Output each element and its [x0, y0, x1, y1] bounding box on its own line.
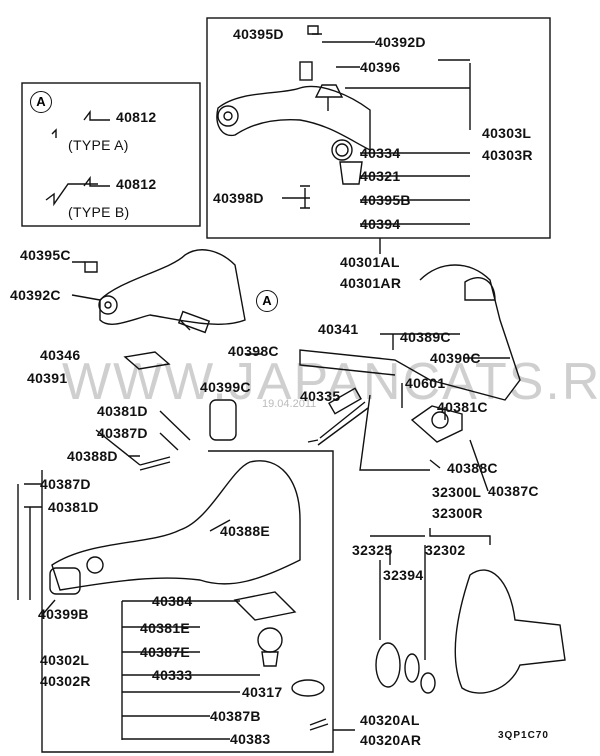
part-label: 40399B — [38, 606, 89, 622]
plate-part — [123, 351, 171, 370]
part-label: 40303R — [482, 147, 533, 163]
part-label: 40303L — [482, 125, 532, 141]
part-label: 40390C — [430, 350, 481, 366]
part-label: 40812 — [116, 109, 157, 125]
part-label: 40381C — [437, 399, 488, 415]
part-label: 40387B — [210, 708, 261, 724]
part-label: 40320AR — [360, 732, 422, 748]
part-label: 32302 — [425, 542, 466, 558]
knuckle-outline — [299, 264, 521, 401]
part-label: 40399C — [200, 379, 251, 395]
part-label: 40389C — [400, 329, 451, 345]
part-label: 40301AL — [340, 254, 400, 270]
type-label: (TYPE A) — [68, 137, 129, 153]
upper-arm-group-box — [206, 17, 551, 239]
part-label: 40388E — [220, 523, 271, 539]
part-label: 40335 — [300, 388, 341, 404]
part-label: 40396 — [360, 59, 401, 75]
lower-arm-group-box — [41, 450, 334, 753]
part-label: 40388C — [447, 460, 498, 476]
callout-a-marker: A — [256, 290, 278, 312]
part-label: 40341 — [318, 321, 359, 337]
upper-arm-part — [216, 85, 371, 152]
part-label: 40392D — [375, 34, 426, 50]
boot-part — [339, 161, 363, 185]
part-label: 40395B — [360, 192, 411, 208]
type-label: (TYPE B) — [68, 204, 130, 220]
part-label: 40601 — [405, 375, 446, 391]
part-label: 40812 — [116, 176, 157, 192]
part-label: 32300R — [432, 505, 483, 521]
part-label: 40381D — [48, 499, 99, 515]
part-label: 40392C — [10, 287, 61, 303]
part-label: 40381D — [97, 403, 148, 419]
bushing-part — [209, 399, 237, 441]
lower-arm-part — [51, 460, 301, 591]
part-label: 40388D — [67, 448, 118, 464]
part-label: 32300L — [432, 484, 482, 500]
part-label: 40333 — [152, 667, 193, 683]
part-label: 40387D — [40, 476, 91, 492]
part-label: 40302R — [40, 673, 91, 689]
part-label: 40383 — [230, 731, 271, 747]
part-label: 40387E — [140, 644, 191, 660]
type-detail-box — [21, 82, 201, 227]
part-label: 40394 — [360, 216, 401, 232]
part-label: 40398C — [228, 343, 279, 359]
part-label: 40395D — [233, 26, 284, 42]
lower-ball-joint — [257, 627, 283, 653]
part-label: 32394 — [383, 567, 424, 583]
part-label: 40391 — [27, 370, 68, 386]
part-label: 40302L — [40, 652, 90, 668]
part-label: 40346 — [40, 347, 81, 363]
part-label: 40381E — [140, 620, 191, 636]
lower-ball-joint-plate — [410, 405, 463, 443]
part-label: 40398D — [213, 190, 264, 206]
part-label: 40387C — [488, 483, 539, 499]
part-label: 32325 — [352, 542, 393, 558]
steering-knuckle — [454, 569, 566, 694]
part-label: 40321 — [360, 168, 401, 184]
upper-arm-assembly — [99, 249, 246, 325]
callout-a-marker: A — [30, 91, 52, 113]
diagram-code: 3QP1C70 — [498, 730, 549, 741]
watermark: WWW.JAPANCATS.RU — [62, 353, 600, 411]
part-label: 40334 — [360, 145, 401, 161]
watermark-date: 19.04.2011 — [262, 398, 317, 410]
part-label: 40387D — [97, 425, 148, 441]
part-label: 40301AR — [340, 275, 402, 291]
ball-joint-part — [314, 84, 344, 111]
part-label: 40395C — [20, 247, 71, 263]
part-label: 40384 — [152, 593, 193, 609]
part-label: 40320AL — [360, 712, 420, 728]
part-label: 40317 — [242, 684, 283, 700]
